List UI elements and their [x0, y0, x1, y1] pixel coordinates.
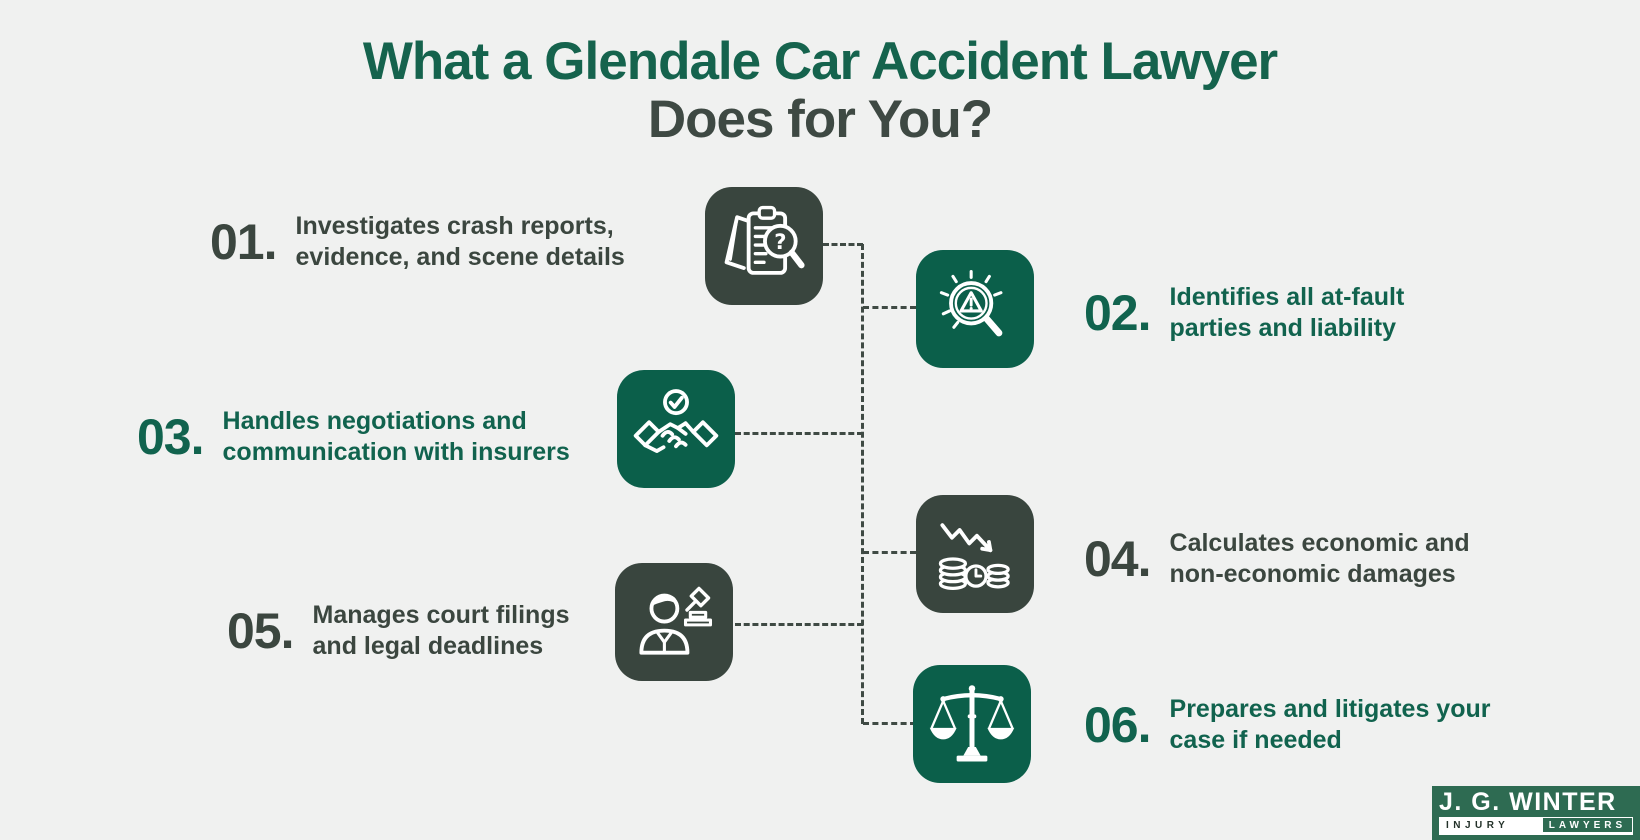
connector-vertical-line: [861, 244, 864, 724]
page-title: What a Glendale Car Accident Lawyer Does…: [0, 33, 1640, 149]
step-number: 02.: [1084, 285, 1152, 341]
declining-chart-coins-icon: [916, 495, 1034, 613]
step-text: Manages court filings and legal deadline…: [312, 601, 570, 660]
clipboard-search-icon: ?: [705, 187, 823, 305]
lawyer-gavel-icon: [615, 563, 733, 681]
step-item-06: 06. Prepares and litigates your case if …: [1084, 694, 1490, 756]
logo-firm-name: J. G. WINTER: [1439, 788, 1617, 816]
scales-of-justice-icon: [913, 665, 1031, 783]
step-item-05: 05. Manages court filings and legal dead…: [227, 600, 570, 662]
step-item-02: 02. Identifies all at-fault parties and …: [1084, 282, 1404, 344]
handshake-check-icon: [617, 370, 735, 488]
step-number: 05.: [227, 603, 295, 659]
connector-branch-04: [863, 551, 916, 554]
page-title-line2: Does for You?: [647, 89, 993, 149]
page-title-line1: What a Glendale Car Accident Lawyer: [362, 32, 1278, 91]
step-item-01: 01. Investigates crash reports, evidence…: [210, 211, 625, 273]
step-text: Prepares and litigates your case if need…: [1169, 695, 1491, 754]
connector-branch-05: [735, 623, 863, 626]
logo-injury-badge: INJURY: [1439, 817, 1542, 833]
logo-tagline: INJURY LAWYERS: [1439, 817, 1633, 833]
jg-winter-logo: J. G. WINTER INJURY LAWYERS: [1432, 786, 1640, 840]
logo-underline: [1439, 833, 1633, 835]
step-text: Calculates economic and non-economic dam…: [1169, 529, 1470, 588]
question-mark-glyph: ?: [774, 229, 786, 254]
step-item-04: 04. Calculates economic and non-economic…: [1084, 528, 1470, 590]
step-text: Identifies all at-fault parties and liab…: [1169, 283, 1405, 342]
connector-branch-06: [863, 722, 916, 725]
connector-branch-01: [823, 243, 863, 246]
step-number: 01.: [210, 214, 278, 270]
step-text: Investigates crash reports, evidence, an…: [295, 212, 625, 271]
connector-branch-03: [735, 432, 863, 435]
step-number: 06.: [1084, 697, 1152, 753]
logo-lawyers-badge: LAWYERS: [1541, 817, 1633, 833]
step-number: 03.: [137, 409, 205, 465]
step-text: Handles negotiations and communication w…: [222, 407, 570, 466]
step-item-03: 03. Handles negotiations and communicati…: [137, 406, 570, 468]
step-number: 04.: [1084, 531, 1152, 587]
magnifier-warning-icon: [916, 250, 1034, 368]
connector-branch-02: [863, 306, 916, 309]
